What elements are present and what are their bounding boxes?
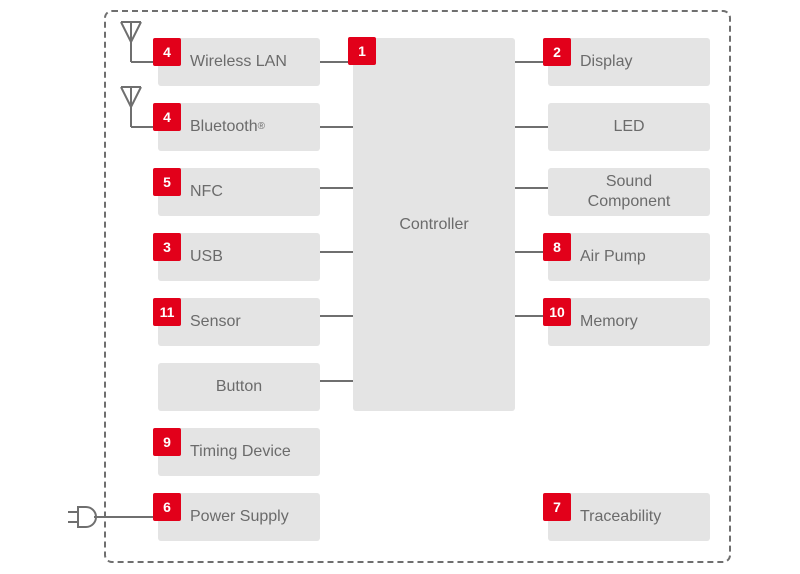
number-badge: 2 [543,38,571,66]
block-usb: USB [158,233,320,281]
block-label: Bluetooth [190,118,258,135]
controller-block: Controller [353,38,515,411]
block-led: LED [548,103,710,151]
number-badge: 4 [153,103,181,131]
block-display: Display [548,38,710,86]
block-air-pump: Air Pump [548,233,710,281]
number-badge: 7 [543,493,571,521]
block-label: Display [580,53,633,70]
antenna-icon [120,21,158,63]
number-badge: 11 [153,298,181,326]
block-button: Button [158,363,320,411]
block-label: USB [190,248,223,265]
block-label: Memory [580,313,638,330]
block-traceability: Traceability [548,493,710,541]
block-label: LED [613,118,645,135]
controller-label: Controller [399,215,469,233]
block-label: NFC [190,183,223,200]
block-label: Air Pump [580,248,646,265]
block-label: Sensor [190,313,241,330]
number-badge: 9 [153,428,181,456]
block-label-line1: Sound [605,173,653,190]
block-bluetooth: Bluetooth® [158,103,320,151]
block-label-line2: Component [587,193,671,210]
number-badge: 3 [153,233,181,261]
block-label: Timing Device [190,443,291,460]
block-label: Wireless LAN [190,53,287,70]
block-memory: Memory [548,298,710,346]
number-badge: 6 [153,493,181,521]
number-badge: 4 [153,38,181,66]
block-wireless-lan: Wireless LAN [158,38,320,86]
number-badge: 8 [543,233,571,261]
block-label: Power Supply [190,508,289,525]
block-sound-component: Sound Component [548,168,710,216]
block-label: Traceability [580,508,662,525]
device-boundary [104,10,731,563]
number-badge: 10 [543,298,571,326]
number-badge: 5 [153,168,181,196]
block-label: Button [215,378,263,395]
block-power-supply: Power Supply [158,493,320,541]
power-plug-icon [68,506,158,528]
block-nfc: NFC [158,168,320,216]
controller-number-badge: 1 [348,37,376,65]
block-sensor: Sensor [158,298,320,346]
block-timing-device: Timing Device [158,428,320,476]
